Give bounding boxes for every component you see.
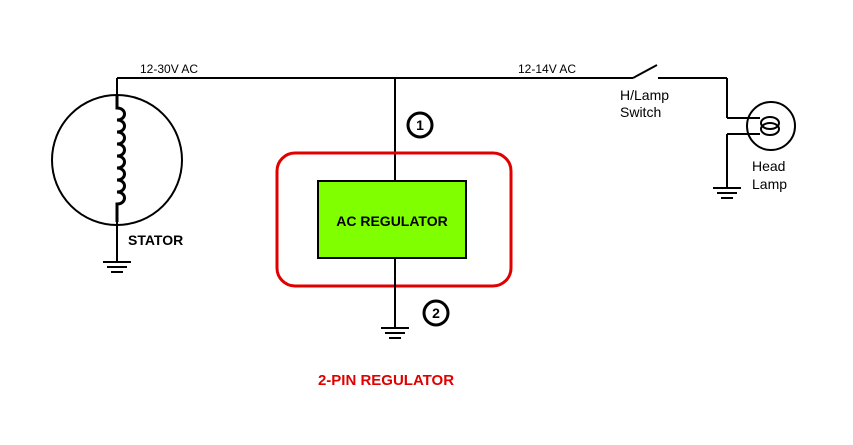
stator-coil [115, 96, 126, 222]
pin-1-label: 1 [416, 117, 424, 133]
lamp-label-line1: Head [752, 158, 785, 174]
lamp-ground-symbol [713, 187, 741, 199]
lamp-label-line2: Lamp [752, 176, 787, 192]
pin-1-marker [406, 111, 434, 139]
input-voltage-label: 12-30V AC [140, 62, 198, 76]
switch-label-line1: H/Lamp [620, 87, 669, 103]
main-wire [116, 77, 633, 108]
stator-ground-symbol [103, 261, 131, 273]
pin-2-marker [422, 299, 450, 327]
regulator-ground-symbol [381, 327, 409, 339]
switch-label-line2: Switch [620, 104, 661, 120]
headlamp [713, 78, 796, 199]
regulator-branch [275, 78, 513, 339]
headlamp-switch [632, 64, 727, 79]
caption: 2-PIN REGULATOR [318, 372, 454, 389]
lamp-bulb [746, 101, 796, 151]
output-voltage-label: 12-14V AC [518, 62, 576, 76]
regulator-label: AC REGULATOR [336, 213, 447, 229]
stator-label: STATOR [128, 232, 183, 248]
regulator-box [317, 180, 467, 259]
pin-2-label: 2 [432, 305, 440, 321]
stator [51, 94, 183, 273]
